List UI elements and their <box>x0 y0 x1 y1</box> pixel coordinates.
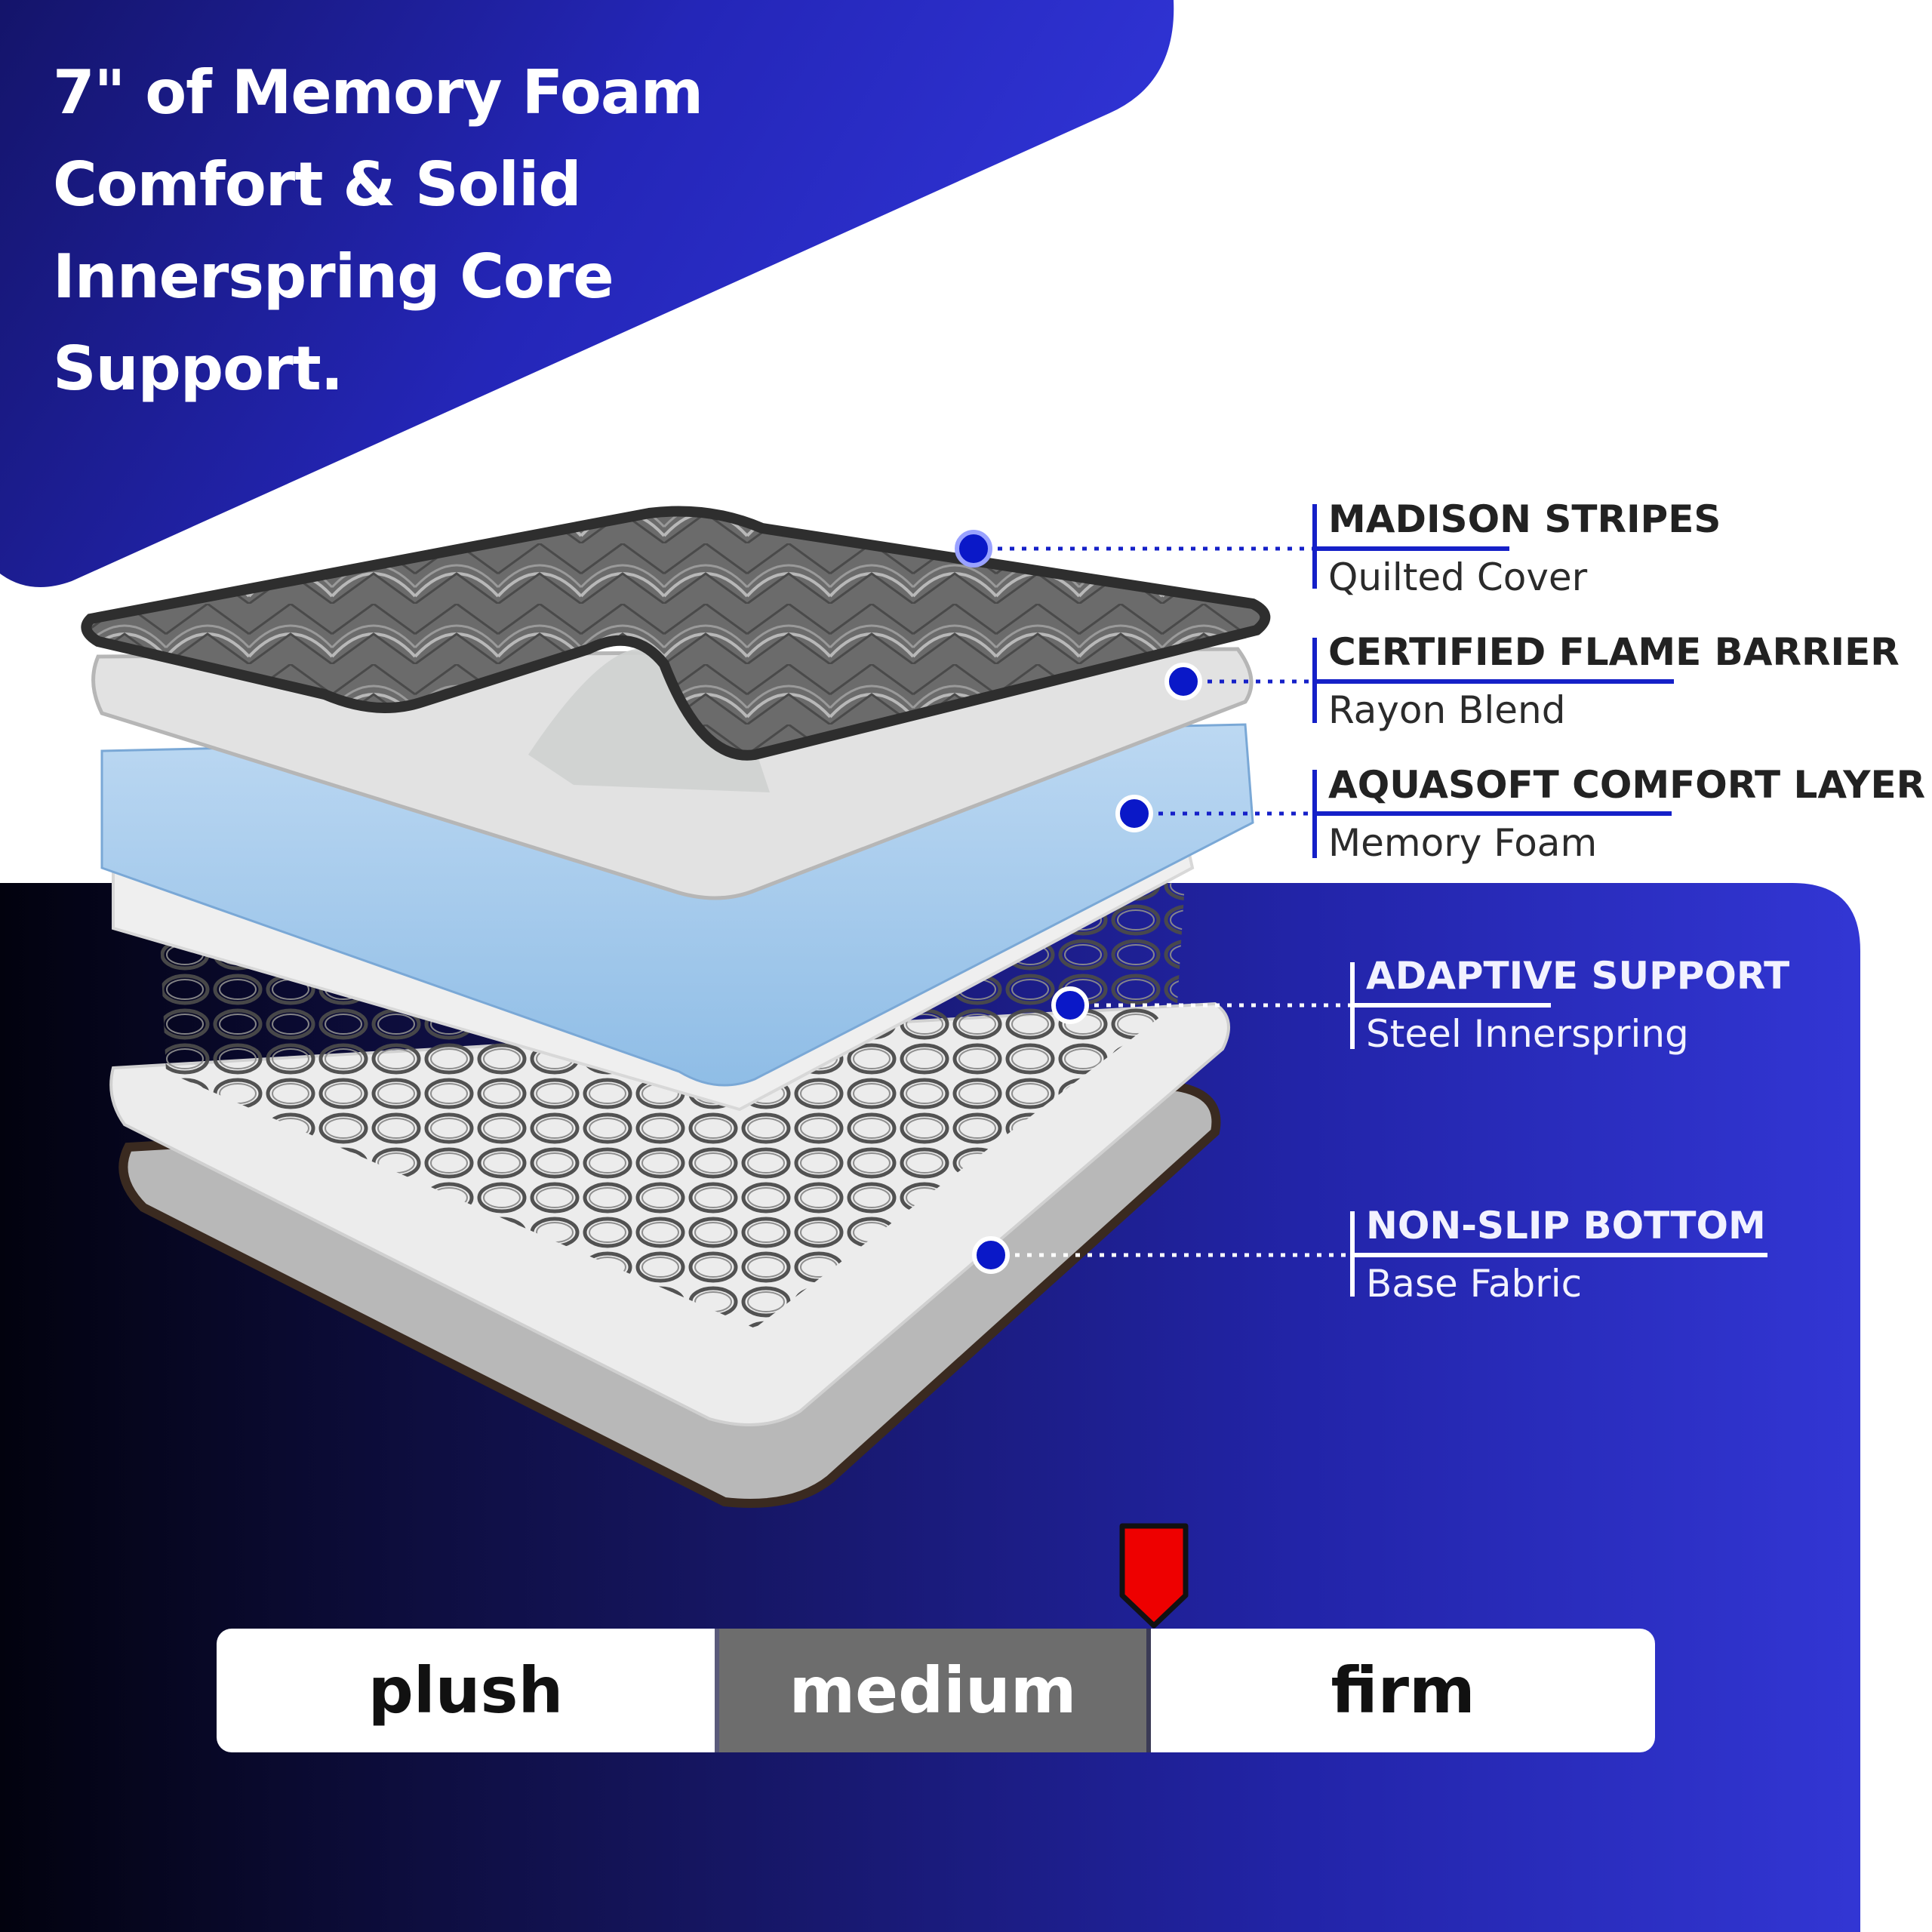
callout-dots <box>955 530 1202 1274</box>
headline-line: Comfort & Solid <box>53 149 582 220</box>
layer-subtitle: Memory Foam <box>1328 821 1598 865</box>
top-banner-shape <box>0 0 1174 587</box>
firmness-level-plush: plush <box>217 1629 719 1752</box>
layer-subtitle: Base Fabric <box>1366 1262 1583 1306</box>
headline-line: Innerspring Core <box>53 242 614 312</box>
layer-subtitle: Rayon Blend <box>1328 688 1566 732</box>
layer-callout: ADAPTIVE SUPPORT Steel Innerspring <box>1366 953 1789 1057</box>
layer-title: AQUASOFT COMFORT LAYER <box>1328 763 1926 807</box>
firmness-scale: plush medium firm <box>217 1629 1655 1752</box>
pointer-down-icon <box>1119 1523 1189 1629</box>
flame-barrier-fluff <box>528 648 770 792</box>
layer-subtitle: Quilted Cover <box>1328 555 1588 599</box>
memory-foam-layer <box>100 723 1254 1087</box>
layer-subtitle: Steel Innerspring <box>1366 1012 1689 1056</box>
layer-callout: CERTIFIED FLAME BARRIER Rayon Blend <box>1328 629 1900 733</box>
layer-callout: AQUASOFT COMFORT LAYER Memory Foam <box>1328 762 1925 866</box>
layer-title: NON-SLIP BOTTOM <box>1366 1204 1766 1247</box>
layer-title: MADISON STRIPES <box>1328 497 1721 541</box>
layer-title: ADAPTIVE SUPPORT <box>1366 954 1790 998</box>
headline-line: 7" of Memory Foam <box>53 57 703 128</box>
firmness-level-firm: firm <box>1151 1629 1655 1752</box>
callout-connectors <box>974 546 1313 816</box>
layer-callout: MADISON STRIPES Quilted Cover <box>1328 497 1721 600</box>
layer-title: CERTIFIED FLAME BARRIER <box>1328 630 1900 674</box>
firmness-level-medium: medium <box>719 1629 1151 1752</box>
quilted-cover-layer <box>81 506 1271 761</box>
layer-callout: NON-SLIP BOTTOM Base Fabric <box>1366 1203 1766 1306</box>
headline-line: Support. <box>53 334 343 404</box>
headline: 7" of Memory Foam Comfort & Solid Inners… <box>53 47 883 415</box>
